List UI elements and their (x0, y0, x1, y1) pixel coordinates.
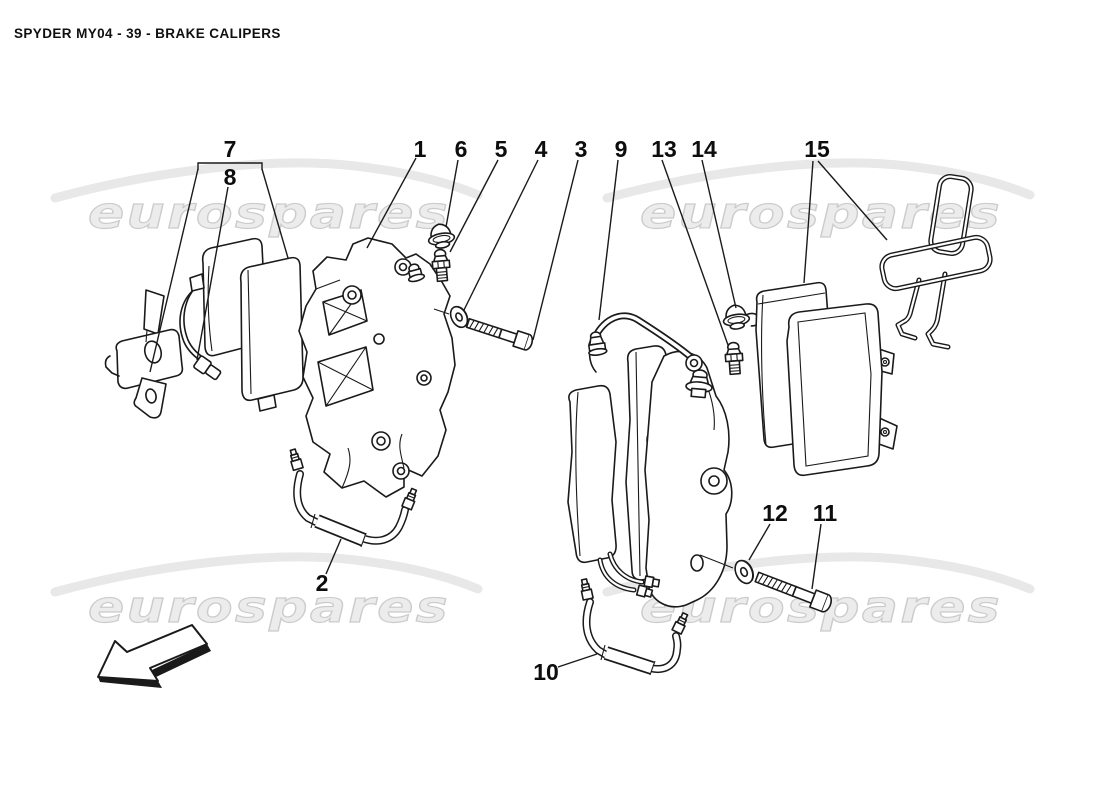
front-caliper-drawing (298, 237, 456, 498)
washer-drawing (449, 305, 469, 329)
callout-15[interactable]: 15 (804, 136, 830, 162)
callout-2[interactable]: 2 (316, 570, 329, 596)
watermark-text: eurospares (640, 188, 1002, 239)
callout-5[interactable]: 5 (495, 136, 508, 162)
callout-8[interactable]: 8 (224, 164, 237, 190)
watermark-swoosh (50, 552, 483, 597)
caliper-bleed-nipple-drawing (587, 331, 608, 356)
rear-brake-pipe-drawing (580, 578, 689, 676)
bleed-screw-drawing (724, 341, 744, 376)
washer-drawing (734, 559, 755, 585)
bleed-screw-cap-drawing (722, 304, 761, 330)
callout-3[interactable]: 3 (575, 136, 588, 162)
direction-arrow (97, 624, 211, 688)
caliper-bolt-drawing (754, 571, 833, 613)
rear-brake-pads-drawing (755, 281, 898, 477)
banjo-fitting-drawing (643, 575, 661, 589)
callout-12[interactable]: 12 (762, 500, 788, 526)
pipe-fitting-drawing (671, 612, 689, 635)
page-title: SPYDER MY04 - 39 - BRAKE CALIPERS (14, 26, 281, 41)
watermark-text: eurospares (88, 188, 450, 239)
caliper-bolt-drawing (465, 317, 534, 351)
callout-4[interactable]: 4 (535, 136, 548, 162)
front-brake-pipe-drawing (289, 448, 418, 548)
banjo-fitting-drawing (635, 584, 654, 598)
pipe-fitting-drawing (580, 578, 594, 601)
bleed-screw-drawing (431, 248, 451, 283)
leader-lines (149, 157, 888, 668)
caliper-bleed-nipple-drawing (685, 369, 713, 399)
pipe-fitting-drawing (401, 487, 418, 511)
callout-9[interactable]: 9 (615, 136, 628, 162)
watermark-swoosh (50, 158, 483, 203)
wear-sensor-wire-drawing (179, 283, 222, 381)
alignment-line (699, 554, 734, 569)
callout-10[interactable]: 10 (533, 659, 559, 685)
caliper-bleed-nipple-drawing (407, 263, 426, 283)
sensor-connector-drawing (193, 355, 222, 381)
callout-1[interactable]: 1 (414, 136, 427, 162)
pad-wear-sensor-bracket-drawing (104, 289, 184, 419)
bleed-screw-cap-drawing (427, 223, 456, 249)
watermark-top-left: eurospares (50, 158, 483, 240)
callout-13[interactable]: 13 (651, 136, 677, 162)
callout-11[interactable]: 11 (813, 500, 838, 526)
alignment-line (433, 308, 450, 315)
front-brake-pads-drawing (189, 237, 304, 412)
callout-6[interactable]: 6 (455, 136, 468, 162)
watermark-bottom-left: eurospares (50, 552, 483, 634)
pipe-fitting-drawing (289, 448, 304, 472)
callout-14[interactable]: 14 (691, 136, 717, 162)
watermark-swoosh (602, 158, 1035, 203)
anti-rattle-spring-drawing (879, 174, 993, 350)
callout-7[interactable]: 7 (224, 136, 237, 162)
rear-caliper-drawing (567, 312, 733, 608)
watermark-text: eurospares (88, 582, 450, 633)
